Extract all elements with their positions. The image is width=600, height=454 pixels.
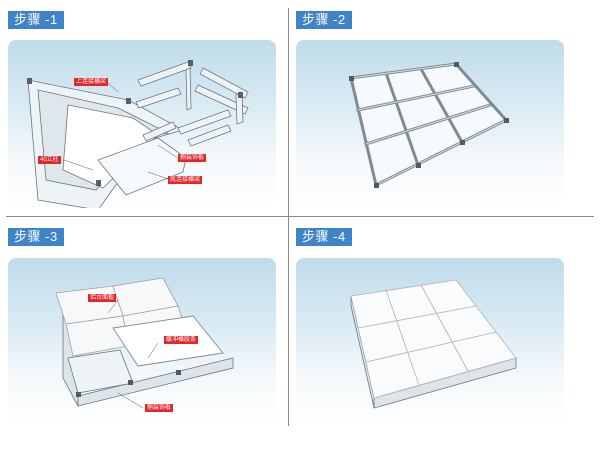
step-2-illustration [349,61,509,188]
step-2-panel [296,40,564,208]
step-1-panel: 上连接横梁 40立柱 侧装饰板 底连接横梁 [8,40,276,208]
annotation-tag: 40立柱 [38,156,61,164]
step-3-panel: 铝台面板 缓冲橡胶条 侧装饰板 [8,258,276,426]
step-3-label: 步骤 -3 [8,228,64,246]
step-4-panel [296,258,564,426]
vertical-divider [288,8,289,426]
step-4-illustration [350,279,517,409]
annotation-tag: 缓冲橡胶条 [164,336,199,344]
annotation-tag: 铝台面板 [88,294,117,302]
annotation-tag: 侧装饰板 [145,404,174,412]
step-1-label: 步骤 -1 [8,11,64,29]
step-1-illustration [27,60,249,208]
step-2-label: 步骤 -2 [296,11,352,29]
annotation-tag: 底连接横梁 [168,176,203,184]
step-4-label: 步骤 -4 [296,228,352,246]
annotation-tag: 侧装饰板 [178,154,207,162]
step-3-illustration [55,277,234,409]
horizontal-divider [6,216,594,217]
annotation-tag: 上连接横梁 [74,78,109,86]
